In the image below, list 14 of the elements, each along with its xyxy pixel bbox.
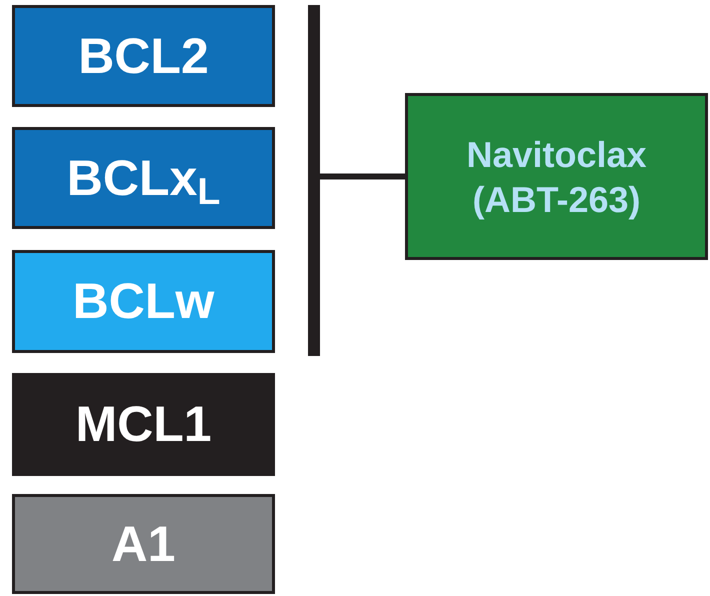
bracket-bar xyxy=(308,5,320,356)
box-label: Navitoclax (ABT-263) xyxy=(465,132,648,222)
box-label: A1 xyxy=(110,514,176,574)
box-label: BCLw xyxy=(72,272,216,332)
protein-box xyxy=(12,5,275,107)
protein-box xyxy=(12,250,275,353)
connector-line xyxy=(320,174,405,180)
protein-box xyxy=(12,494,275,594)
drug-box xyxy=(405,93,708,260)
box-label: MCL1 xyxy=(74,395,213,454)
box-label: BCLx$_{L}$ xyxy=(66,148,222,210)
protein-box xyxy=(12,373,275,476)
box-label: BCL2 xyxy=(77,26,210,86)
protein-box xyxy=(12,127,275,229)
